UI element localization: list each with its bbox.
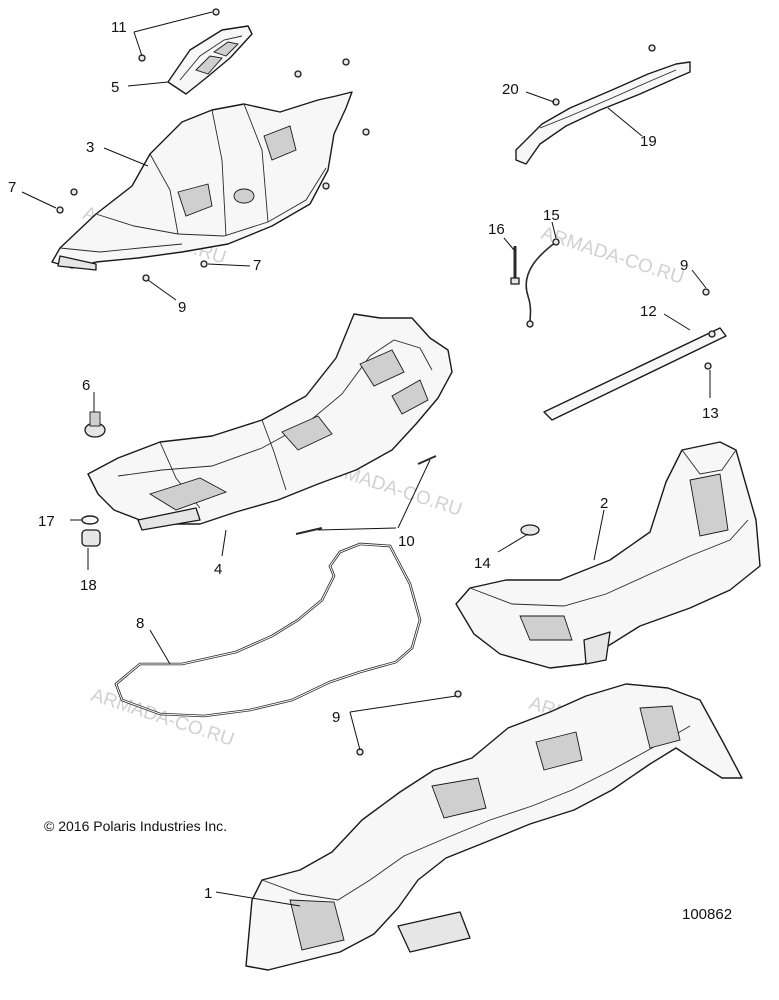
callout-15: 15 bbox=[543, 207, 560, 224]
callout-16: 16 bbox=[488, 221, 505, 238]
part-14-clip bbox=[520, 524, 540, 536]
callout-9: 9 bbox=[680, 257, 688, 274]
callout-12: 12 bbox=[640, 303, 657, 320]
part-1-front-fender bbox=[245, 683, 743, 971]
copyright-notice: © 2016 Polaris Industries Inc. bbox=[44, 818, 228, 834]
part-2-storage-tub bbox=[455, 441, 761, 669]
callout-14: 14 bbox=[474, 555, 491, 572]
part-16-bolt bbox=[510, 246, 520, 285]
fasteners-top bbox=[56, 8, 370, 282]
callout-9: 9 bbox=[332, 709, 340, 726]
callout-7: 7 bbox=[253, 257, 261, 274]
part-17-washer bbox=[81, 515, 99, 525]
callout-2: 2 bbox=[600, 495, 608, 512]
watermark: ARMADA-CO.RU bbox=[538, 223, 686, 289]
callout-7: 7 bbox=[8, 179, 16, 196]
callout-4: 4 bbox=[214, 561, 222, 578]
callout-6: 6 bbox=[82, 377, 90, 394]
callout-18: 18 bbox=[80, 577, 97, 594]
callout-9: 9 bbox=[178, 299, 186, 316]
callout-13: 13 bbox=[702, 405, 719, 422]
part-18-grommet bbox=[81, 529, 101, 547]
part-4-floor-panel bbox=[87, 313, 453, 531]
part-12-strap bbox=[543, 288, 727, 421]
callout-11: 11 bbox=[111, 19, 127, 36]
part-8-seal bbox=[114, 542, 422, 718]
callout-1: 1 bbox=[204, 885, 212, 902]
part-15-cable bbox=[525, 238, 560, 328]
callout-19: 19 bbox=[640, 133, 657, 150]
leader-lines bbox=[21, 11, 711, 907]
drawing-number: 100862 bbox=[682, 906, 733, 923]
callout-17: 17 bbox=[38, 513, 55, 530]
callout-8: 8 bbox=[136, 615, 144, 632]
callout-10: 10 bbox=[398, 533, 415, 550]
part-6-fastener bbox=[84, 411, 106, 438]
callout-20: 20 bbox=[502, 81, 519, 98]
callouts: 11 5 3 7 7 9 20 19 16 15 9 12 13 6 17 18… bbox=[8, 19, 719, 902]
part-19-mount-bracket bbox=[515, 44, 691, 165]
part-5-bracket bbox=[167, 25, 253, 95]
callout-5: 5 bbox=[111, 79, 119, 96]
part-3-top-cover bbox=[51, 91, 353, 271]
fastener bbox=[454, 690, 462, 698]
callout-3: 3 bbox=[86, 139, 94, 156]
part-10-pins bbox=[295, 455, 437, 535]
watermark: ARMADA-CO.RU bbox=[88, 685, 236, 751]
